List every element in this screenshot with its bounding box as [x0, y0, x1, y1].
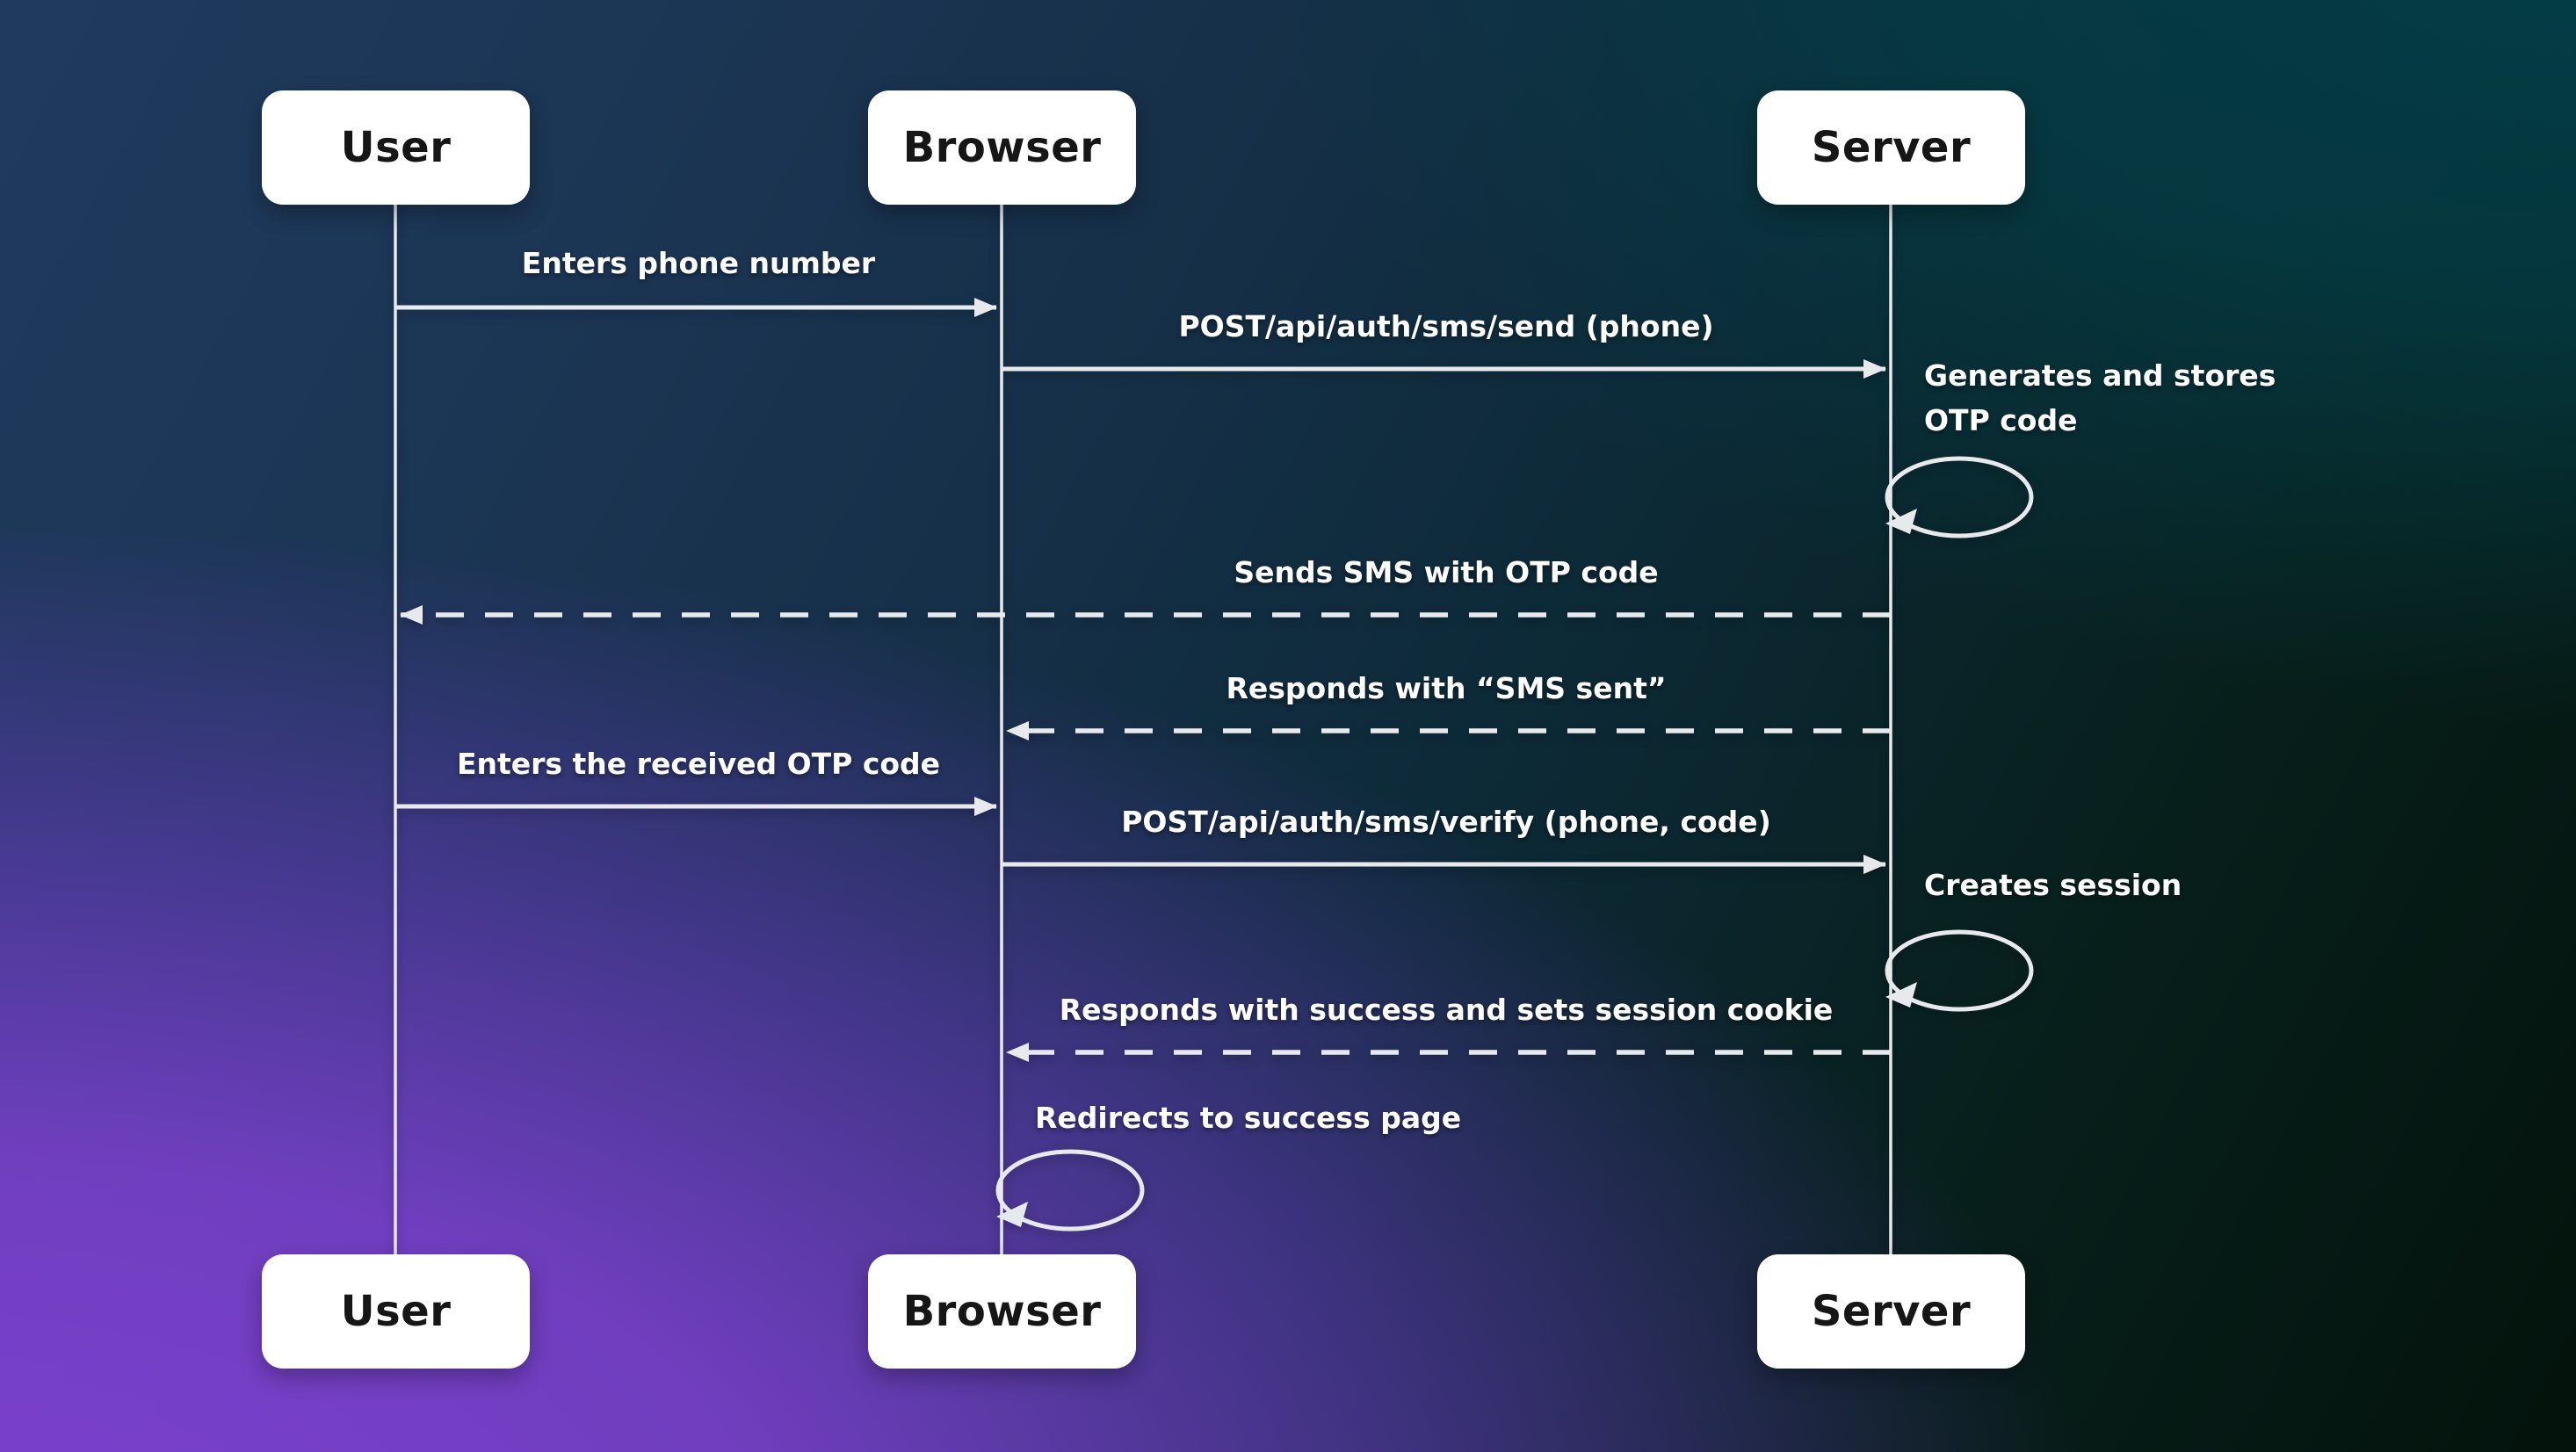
actor-box-browser-top: Browser	[868, 90, 1136, 205]
actor-label-user-top: User	[340, 123, 452, 172]
message-label-post-sms-verify: POST/api/auth/sms/verify (phone, code)	[1121, 805, 1771, 839]
message-label-post-sms-send: POST/api/auth/sms/send (phone)	[1178, 309, 1714, 343]
note-redirects-success-page: Redirects to success page	[1035, 1101, 1462, 1135]
actor-label-user-bottom: User	[340, 1287, 452, 1336]
self-loop-server-generates-otp	[1885, 456, 2034, 538]
self-loop-browser-redirects	[995, 1149, 1145, 1232]
actor-box-server-bottom: Server	[1757, 1254, 2025, 1369]
actor-label-browser-top: Browser	[902, 123, 1102, 172]
actor-box-browser-bottom: Browser	[868, 1254, 1136, 1369]
actor-label-browser-bottom: Browser	[902, 1287, 1102, 1336]
message-label-enters-otp-code: Enters the received OTP code	[456, 747, 941, 781]
actor-box-server-top: Server	[1757, 90, 2025, 205]
actor-label-server-bottom: Server	[1811, 1287, 1972, 1336]
message-label-responds-sms-sent: Responds with “SMS sent”	[1226, 671, 1667, 705]
message-label-sends-sms-otp: Sends SMS with OTP code	[1234, 555, 1659, 589]
self-loop-server-creates-session	[1885, 929, 2034, 1012]
message-label-enters-phone-number: Enters phone number	[521, 246, 876, 280]
message-label-responds-success-cookie: Responds with success and sets session c…	[1059, 993, 1834, 1027]
actor-box-user-bottom: User	[262, 1254, 530, 1369]
note-generates-stores-otp: Generates and stores OTP code	[1924, 358, 2276, 438]
actor-box-user-top: User	[262, 90, 530, 205]
note-creates-session: Creates session	[1924, 868, 2182, 902]
actor-label-server-top: Server	[1811, 123, 1972, 172]
